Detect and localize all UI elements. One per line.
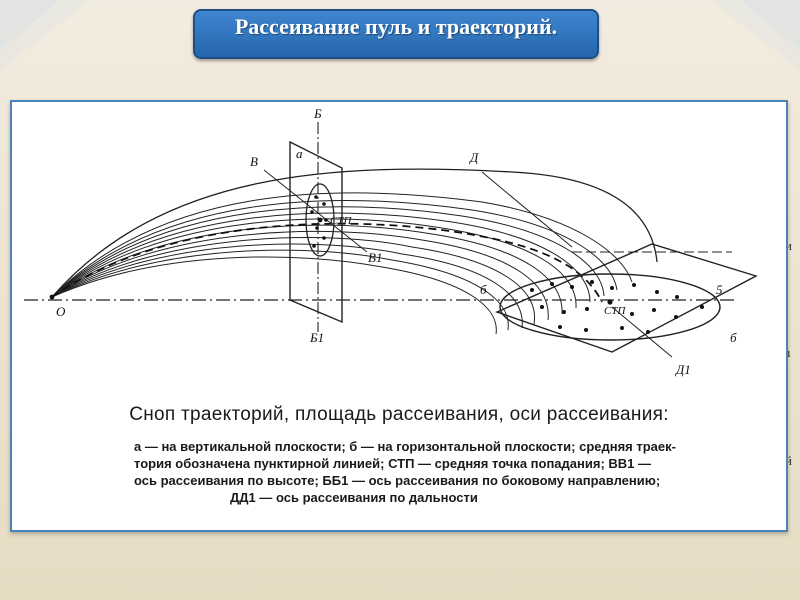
- label-b-small-2: б: [730, 330, 737, 345]
- range-axis-d1: [611, 306, 673, 358]
- vertical-plane: [289, 140, 343, 324]
- label-b-bottom: Б1: [309, 330, 324, 345]
- caption-line-3: ось рассеивания по высоте; ББ1 — ось рас…: [134, 473, 661, 488]
- vertical-impact-points: [310, 195, 328, 248]
- figure-frame: Б Б1 В В1 а СТП Д Д1 О б б 5 СТП Сноп тр…: [10, 100, 788, 532]
- edge-glyph-3: й: [785, 453, 792, 468]
- label-stp-vertical: СТП: [330, 215, 352, 227]
- origin-point: [49, 294, 55, 300]
- caption-body: а — на вертикальной плоскости; б — на го…: [134, 438, 774, 506]
- slide-title-box: Рассеивание пуль и траекторий.: [193, 9, 599, 59]
- mean-trajectory: [51, 222, 603, 303]
- label-v1: В1: [368, 250, 382, 265]
- caption-line-1: а — на вертикальной плоскости; б — на го…: [134, 439, 676, 454]
- horizontal-plane: [495, 243, 758, 353]
- edge-glyph-2: ı: [787, 345, 791, 360]
- sheaf-envelope-top: [51, 168, 658, 298]
- height-axis-vv1: [263, 169, 368, 253]
- caption-line-2: тория обозначена пунктирной линией; СТП …: [134, 456, 652, 471]
- label-d: Д: [468, 150, 479, 165]
- label-stp-ground: СТП: [604, 305, 626, 317]
- edge-glyph-1: и: [785, 238, 792, 253]
- label-b-small: б: [480, 282, 487, 297]
- ground-dispersion-ellipse: [499, 273, 721, 341]
- vertical-dispersion-ellipse: [305, 183, 335, 257]
- trajectory-sheaf-diagram: Б Б1 В В1 а СТП Д Д1 О б б 5 СТП: [24, 106, 758, 377]
- caption-title: Сноп траекторий, площадь рассеивания, ос…: [129, 404, 669, 425]
- label-o: О: [56, 304, 66, 319]
- label-a: а: [296, 146, 303, 161]
- label-v: В: [250, 154, 258, 169]
- range-axis-d: [481, 171, 573, 248]
- caption-line-4: ДД1 — ось рассеивания по дальности: [230, 490, 478, 505]
- label-five: 5: [716, 282, 723, 297]
- slide-title: Рассеивание пуль и траекторий.: [234, 14, 558, 39]
- label-d1: Д1: [674, 362, 691, 377]
- ground-impact-points: [530, 280, 704, 334]
- label-b-top: Б: [313, 106, 322, 121]
